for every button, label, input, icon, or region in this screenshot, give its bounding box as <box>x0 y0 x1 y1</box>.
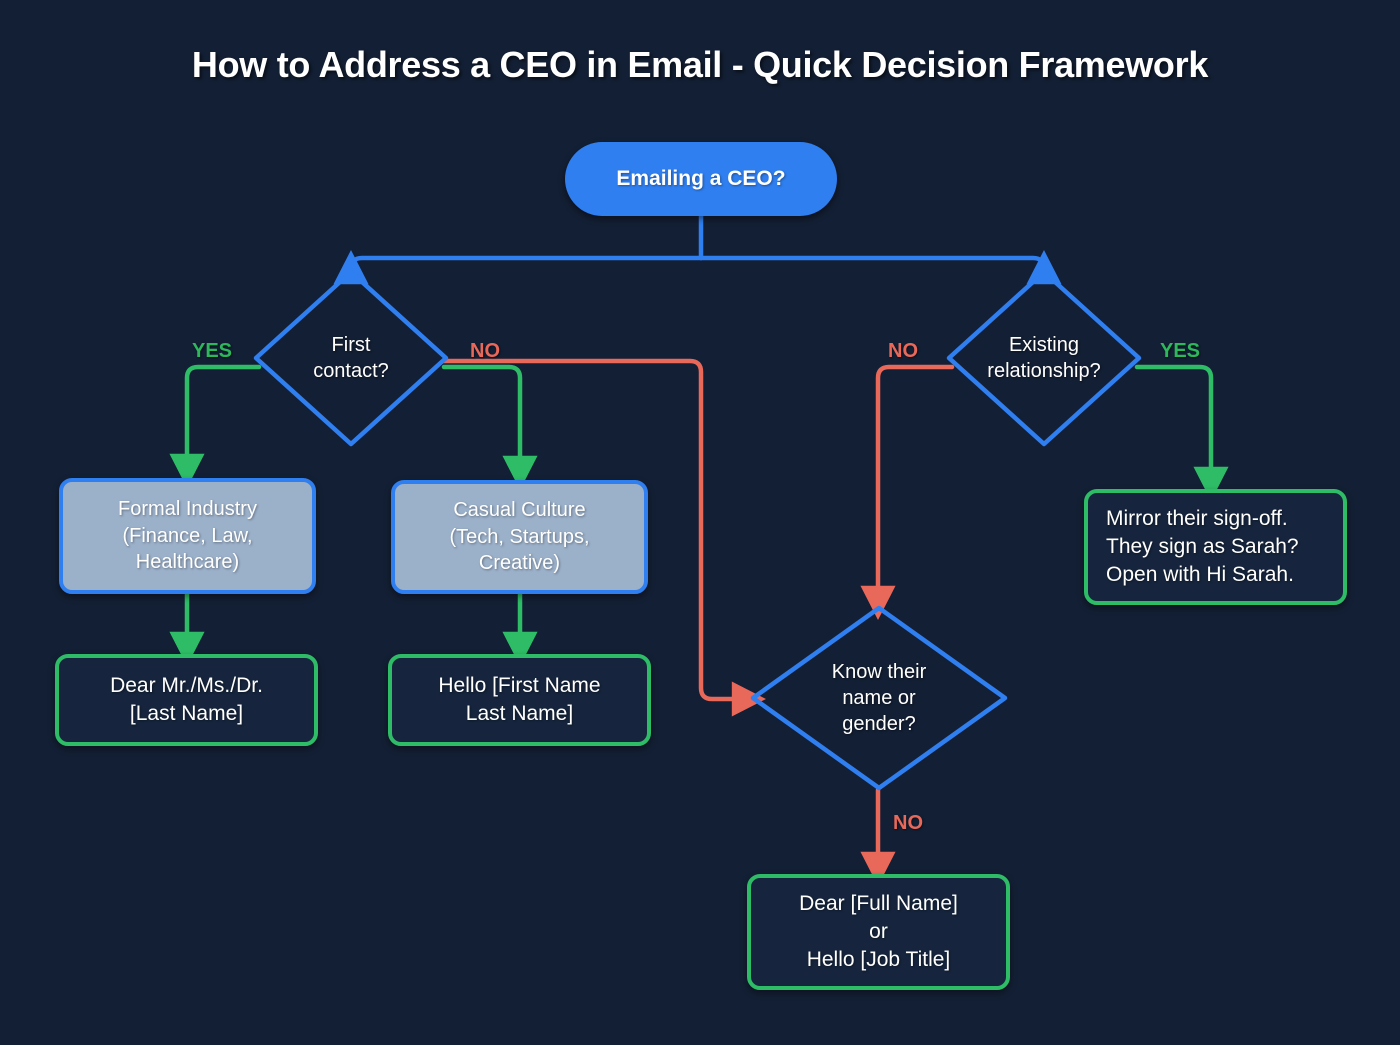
edge-label-first-contact-yes: YES <box>192 340 233 362</box>
edge-label-existing-yes: YES <box>1160 340 1201 362</box>
node-result-casual[interactable]: Hello [First Name Last Name] <box>388 654 651 746</box>
node-label-existing-relationship: Existing relationship? <box>987 334 1101 382</box>
page-title: How to Address a CEO in Email - Quick De… <box>191 44 1209 85</box>
edge-label-first-contact-no: NO <box>470 340 500 362</box>
node-start[interactable]: Emailing a CEO? <box>565 142 837 216</box>
node-result-mirror[interactable]: Mirror their sign-off. They sign as Sara… <box>1084 489 1347 605</box>
diamond-shape-first-contact <box>253 269 449 447</box>
node-decision-existing-relationship[interactable]: Existing relationship? <box>944 267 1144 449</box>
node-result-formal[interactable]: Dear Mr./Ms./Dr. [Last Name] <box>55 654 318 746</box>
node-label-know-name: Know their name or gender? <box>831 661 927 735</box>
wire-first-contact-yes <box>169 364 262 489</box>
edge-label-existing-no: NO <box>888 340 918 362</box>
node-casual-culture[interactable]: Casual Culture (Tech, Startups, Creative… <box>391 480 648 594</box>
node-decision-first-contact[interactable]: First contact? <box>251 267 451 449</box>
node-result-unknown[interactable]: Dear [Full Name] or Hello [Job Title] <box>747 874 1010 990</box>
node-formal-industry[interactable]: Formal Industry (Finance, Law, Healthcar… <box>59 478 316 594</box>
node-decision-know-name[interactable]: Know their name or gender? <box>748 603 1010 793</box>
wire-existing-yes <box>1134 364 1229 502</box>
wire-existing-no <box>860 364 955 621</box>
wire-first-contact-no-drop <box>441 364 538 491</box>
edge-label-know-name-no: NO <box>893 812 923 834</box>
diamond-shape-existing-relationship <box>946 269 1142 447</box>
node-label-first-contact: First contact? <box>313 334 389 382</box>
